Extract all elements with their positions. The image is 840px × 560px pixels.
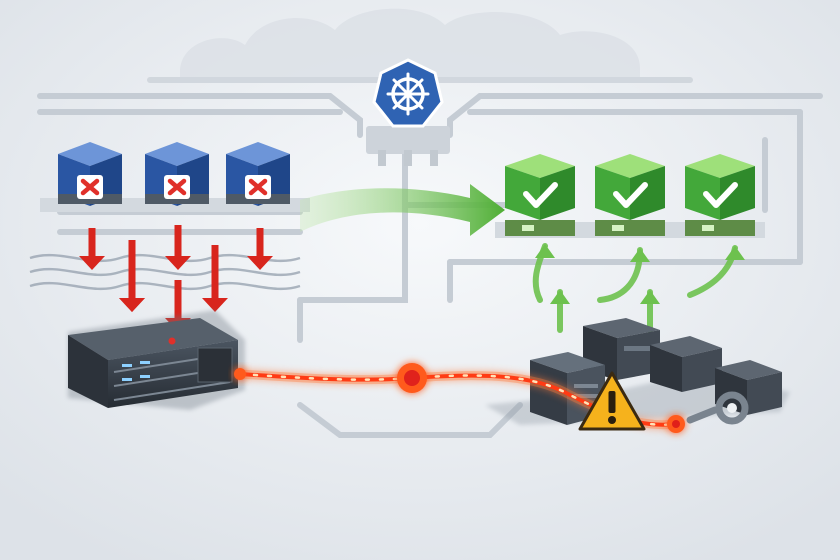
failed-node <box>226 142 290 206</box>
healthy-node <box>685 154 755 236</box>
link-endpoint-right <box>667 415 685 433</box>
down-arrow <box>202 245 228 312</box>
failed-node <box>58 142 122 206</box>
failed-node <box>145 142 209 206</box>
migration-arrow <box>300 184 505 236</box>
server-rack-icon <box>68 310 245 410</box>
recovery-arrow <box>640 289 660 333</box>
faulty-link <box>234 363 685 433</box>
broken-connector-icon <box>686 391 749 425</box>
healthy-nodes <box>505 154 755 236</box>
down-arrow <box>165 225 191 270</box>
healthy-node <box>595 154 665 236</box>
down-arrow <box>119 290 145 312</box>
kubernetes-helm-icon <box>366 58 450 166</box>
down-arrow <box>247 228 273 270</box>
warning-triangle-icon <box>578 371 646 431</box>
check-mark-icon <box>613 182 648 208</box>
link-fault-node <box>397 363 427 393</box>
link-endpoint-left <box>234 368 246 380</box>
recovery-arrows <box>532 243 745 333</box>
x-mark-icon <box>164 175 190 199</box>
x-mark-icon <box>245 175 271 199</box>
recovery-arrow <box>550 289 570 333</box>
recovery-arrow <box>687 245 745 298</box>
failed-nodes <box>58 142 290 206</box>
healthy-node <box>505 154 575 236</box>
x-mark-icon <box>77 175 103 199</box>
recovery-arrow <box>532 243 555 303</box>
recovery-arrow <box>597 247 650 303</box>
check-mark-icon <box>523 182 558 208</box>
down-arrow <box>79 228 105 270</box>
check-mark-icon <box>703 182 738 208</box>
